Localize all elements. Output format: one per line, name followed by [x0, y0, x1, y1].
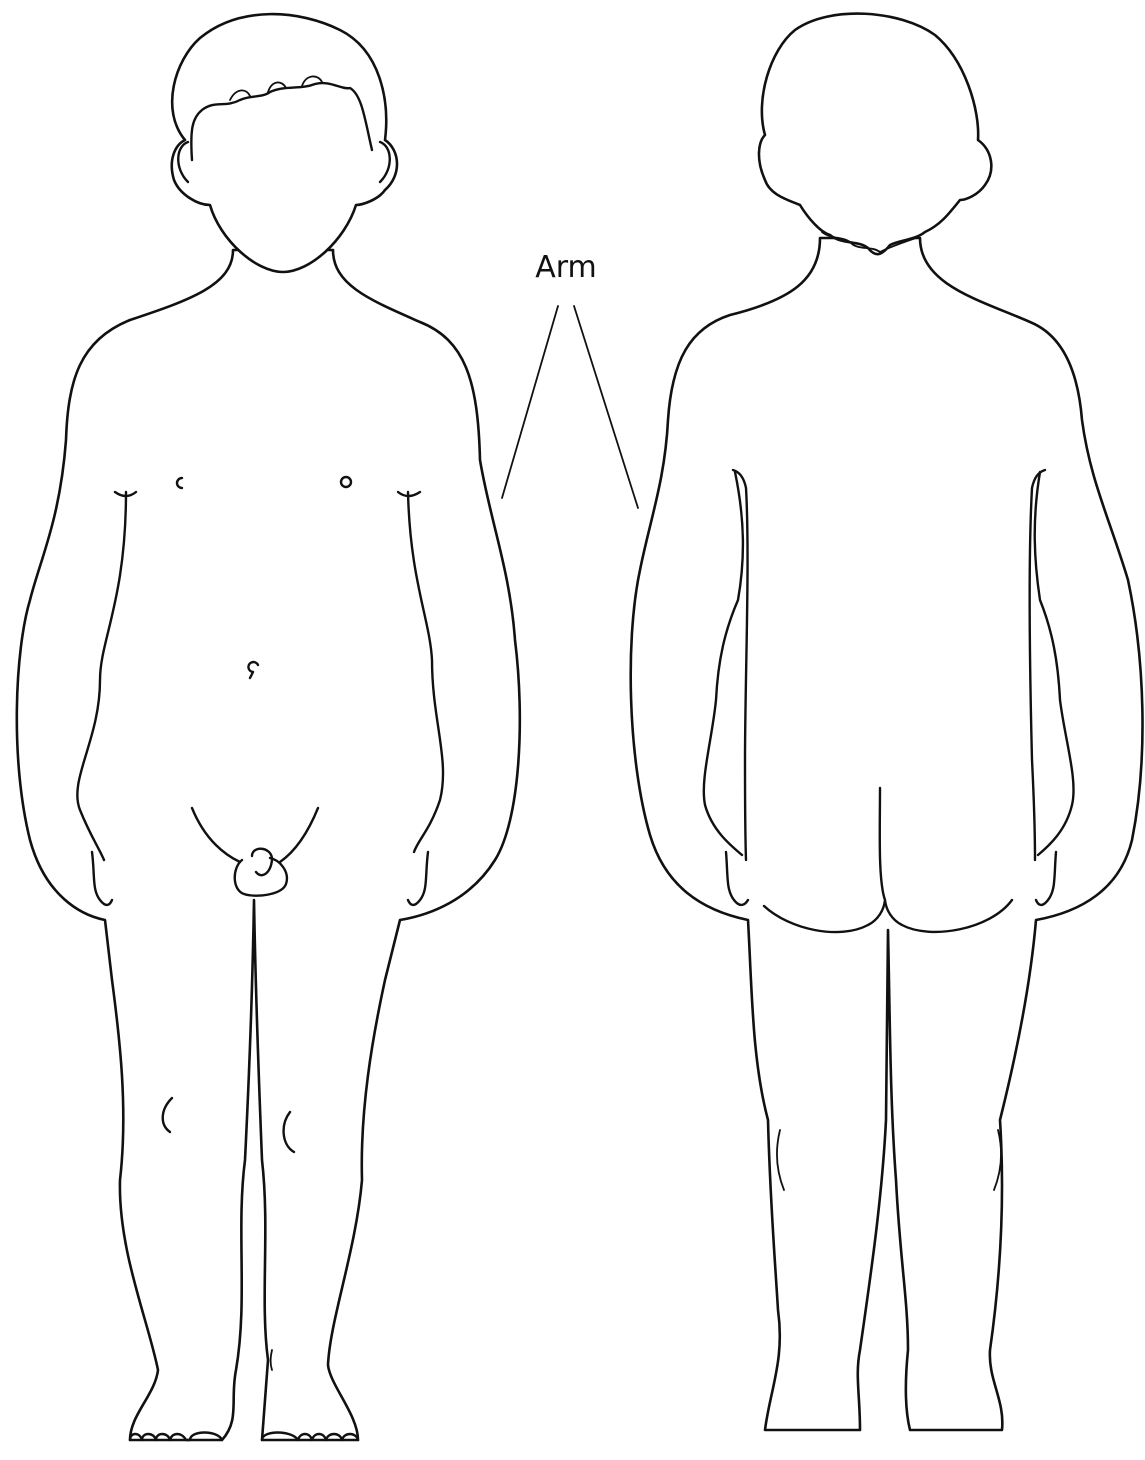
front-view — [17, 14, 520, 1440]
front-head — [172, 14, 397, 272]
back-head — [759, 14, 991, 255]
back-view — [631, 14, 1143, 1430]
back-body-outline — [631, 238, 1143, 1430]
arm-label: Arm — [535, 250, 597, 285]
arm-leader-front — [502, 306, 558, 498]
arm-leader-back — [574, 306, 638, 508]
arm-callout: Arm — [502, 250, 638, 508]
front-body-outline — [17, 250, 520, 1440]
